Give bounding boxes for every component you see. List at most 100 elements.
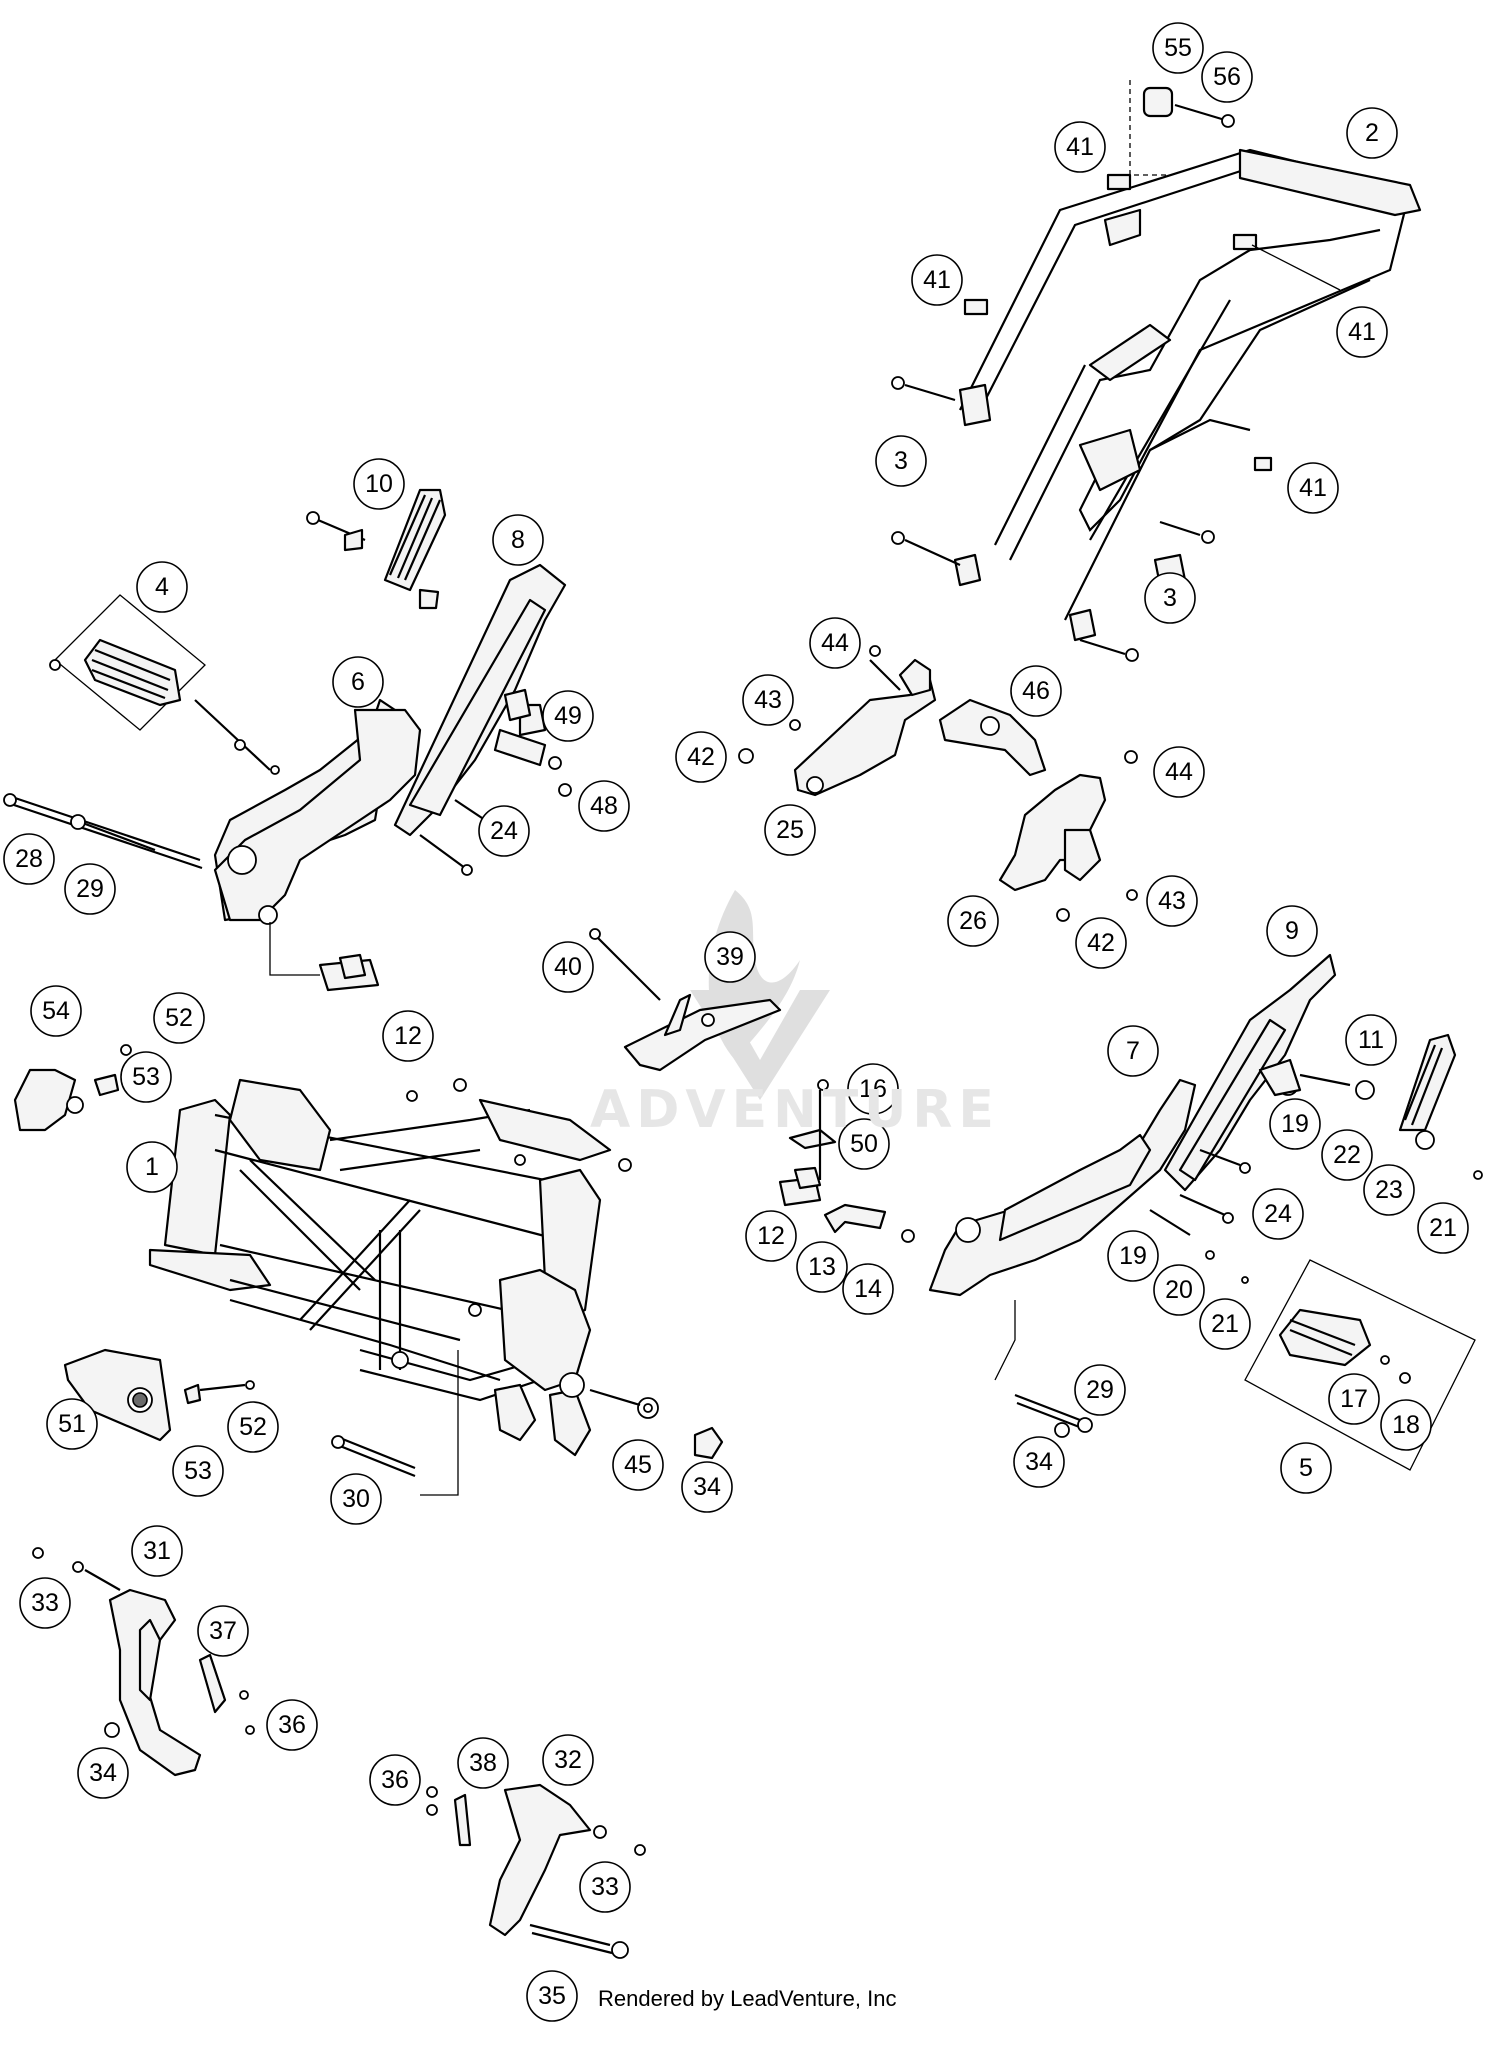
- callout-label: 8: [511, 526, 525, 554]
- callout-55: 55: [1152, 22, 1204, 74]
- callout-31: 31: [131, 1525, 183, 1577]
- callout-24: 24: [478, 805, 530, 857]
- callout-6: 6: [332, 656, 384, 708]
- callout-label: 7: [1126, 1037, 1140, 1065]
- callout-10: 10: [353, 458, 405, 510]
- callout-label: 16: [859, 1075, 887, 1103]
- callout-26: 26: [947, 895, 999, 947]
- callout-label: 21: [1211, 1310, 1239, 1338]
- callout-1: 1: [126, 1141, 178, 1193]
- callout-label: 51: [58, 1410, 86, 1438]
- callout-label: 41: [1299, 474, 1327, 502]
- callout-33: 33: [579, 1861, 631, 1913]
- callout-42: 42: [1075, 917, 1127, 969]
- callout-13: 13: [796, 1241, 848, 1293]
- callout-label: 9: [1285, 917, 1299, 945]
- callout-32: 32: [542, 1734, 594, 1786]
- callout-label: 31: [143, 1537, 171, 1565]
- left-footrest-assembly: [3, 488, 572, 992]
- callout-21: 21: [1199, 1298, 1251, 1350]
- callout-label: 36: [278, 1711, 306, 1739]
- callout-49: 49: [542, 690, 594, 742]
- callout-28: 28: [3, 833, 55, 885]
- footer-credit: Rendered by LeadVenture, Inc: [598, 1986, 897, 2011]
- callout-label: 52: [165, 1004, 193, 1032]
- callout-label: 36: [381, 1766, 409, 1794]
- callout-41: 41: [1287, 462, 1339, 514]
- callout-label: 25: [776, 816, 804, 844]
- callout-label: 28: [15, 845, 43, 873]
- callout-12: 12: [382, 1010, 434, 1062]
- callout-52: 52: [227, 1401, 279, 1453]
- right-footrest-assembly: [778, 953, 1483, 1471]
- callout-25: 25: [764, 804, 816, 856]
- callout-label: 13: [808, 1253, 836, 1281]
- watermark-text: ADVENTURE: [590, 1080, 1000, 1140]
- callout-label: 29: [1086, 1376, 1114, 1404]
- callout-41: 41: [1054, 121, 1106, 173]
- callout-54: 54: [30, 985, 82, 1037]
- callout-41: 41: [1336, 306, 1388, 358]
- callout-56: 56: [1201, 51, 1253, 103]
- callout-42: 42: [675, 731, 727, 783]
- main-frame: [148, 1078, 632, 1457]
- callout-37: 37: [197, 1605, 249, 1657]
- callout-label: 3: [1163, 584, 1177, 612]
- callout-label: 42: [687, 743, 715, 771]
- callout-34: 34: [77, 1747, 129, 1799]
- callout-label: 4: [155, 573, 169, 601]
- callout-label: 44: [1165, 758, 1193, 786]
- bushing-55: [1142, 86, 1235, 128]
- callout-label: 30: [342, 1485, 370, 1513]
- center-brackets: [738, 645, 1138, 922]
- callout-12: 12: [745, 1210, 797, 1262]
- callout-label: 32: [554, 1746, 582, 1774]
- callout-40: 40: [542, 941, 594, 993]
- callout-53: 53: [120, 1051, 172, 1103]
- callout-label: 41: [923, 266, 951, 294]
- callout-label: 49: [554, 702, 582, 730]
- callout-label: 19: [1119, 1242, 1147, 1270]
- callout-label: 44: [821, 629, 849, 657]
- callout-44: 44: [1153, 746, 1205, 798]
- callout-4: 4: [136, 561, 188, 613]
- callout-43: 43: [1146, 875, 1198, 927]
- callout-label: 34: [89, 1759, 117, 1787]
- plate-51: [63, 1348, 255, 1442]
- callout-label: 42: [1087, 929, 1115, 957]
- callout-23: 23: [1363, 1164, 1415, 1216]
- callout-label: 26: [959, 907, 987, 935]
- callout-label: 29: [76, 875, 104, 903]
- callout-label: 19: [1281, 1110, 1309, 1138]
- callout-33: 33: [19, 1577, 71, 1629]
- callout-label: 41: [1348, 318, 1376, 346]
- callout-label: 3: [894, 447, 908, 475]
- callout-41: 41: [911, 254, 963, 306]
- callout-3: 3: [875, 435, 927, 487]
- callout-label: 2: [1365, 119, 1379, 147]
- callout-11: 11: [1345, 1014, 1397, 1066]
- callout-label: 12: [757, 1222, 785, 1250]
- callout-label: 39: [716, 943, 744, 971]
- callout-label: 24: [1264, 1200, 1292, 1228]
- callout-30: 30: [330, 1473, 382, 1525]
- callout-label: 20: [1165, 1276, 1193, 1304]
- bracket-54: [13, 1044, 132, 1132]
- callout-43: 43: [742, 674, 794, 726]
- callout-14: 14: [842, 1263, 894, 1315]
- callout-label: 22: [1333, 1141, 1361, 1169]
- callout-17: 17: [1328, 1373, 1380, 1425]
- watermark-logo: [690, 890, 830, 1100]
- callout-label: 11: [1358, 1026, 1384, 1054]
- callout-label: 38: [469, 1749, 497, 1777]
- callout-44: 44: [809, 617, 861, 669]
- callout-21: 21: [1417, 1202, 1469, 1254]
- callout-label: 37: [209, 1617, 237, 1645]
- callout-label: 53: [184, 1457, 212, 1485]
- callout-label: 14: [854, 1275, 882, 1303]
- callout-45: 45: [612, 1439, 664, 1491]
- callout-label: 10: [365, 470, 393, 498]
- callout-7: 7: [1107, 1025, 1159, 1077]
- callout-label: 50: [850, 1130, 878, 1158]
